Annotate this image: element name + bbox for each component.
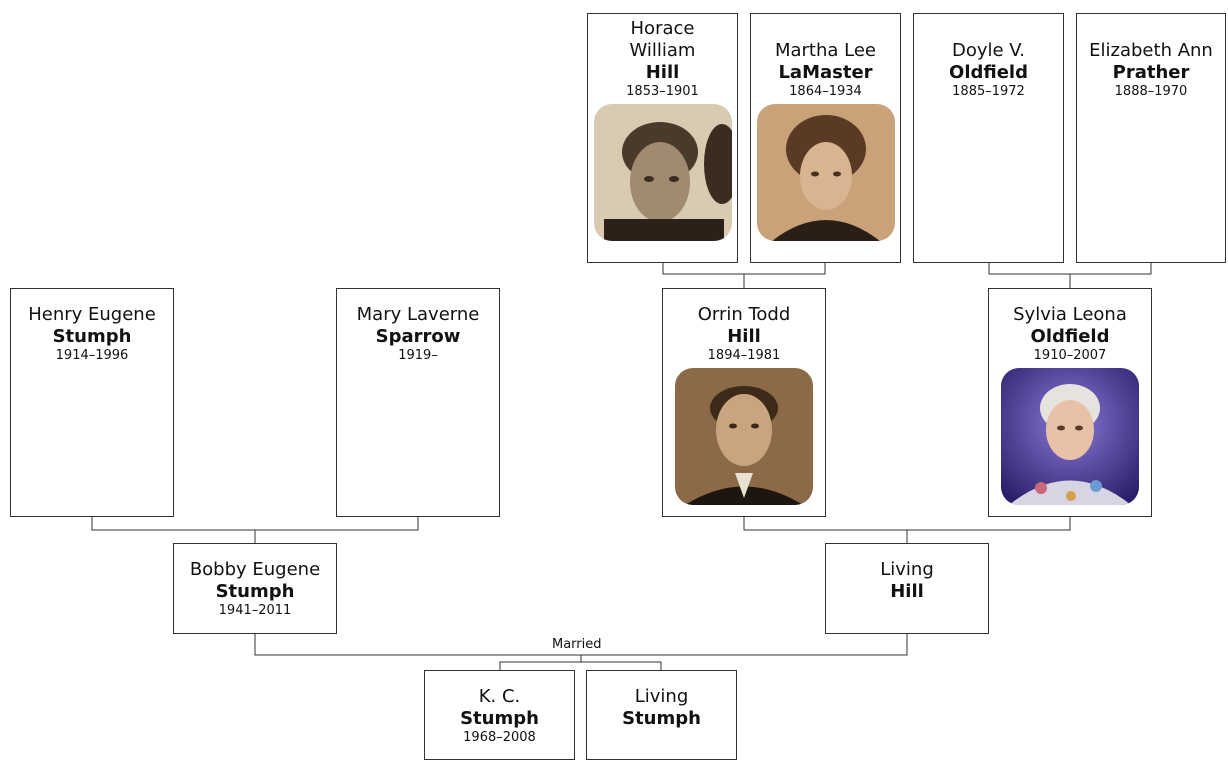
given-name: Living [634, 686, 689, 707]
person-card-martha-lamaster[interactable]: Martha Lee LaMaster 1864–1934 [750, 13, 901, 263]
surname: LaMaster [778, 62, 873, 83]
life-dates: 1919– [398, 348, 438, 363]
married-label: Married [552, 637, 602, 652]
portrait-photo-elderly-woman-color [1001, 368, 1139, 505]
portrait-photo [593, 104, 732, 241]
person-card-elizabeth-prather[interactable]: Elizabeth Ann Prather 1888–1970 [1076, 13, 1226, 263]
person-card-living-hill[interactable]: Living Hill [825, 543, 989, 634]
couple-connector-oldfield-prather [988, 263, 1152, 275]
life-dates: 1885–1972 [952, 84, 1025, 99]
given-name: Bobby Eugene [189, 559, 321, 580]
person-card-doyle-oldfield[interactable]: Doyle V. Oldfield 1885–1972 [913, 13, 1064, 263]
portrait-photo-man-sepia [593, 104, 732, 241]
surname: Oldfield [1030, 326, 1110, 347]
given-name: Henry Eugene [28, 304, 156, 325]
portrait-photo [675, 368, 813, 505]
surname: Prather [1112, 62, 1190, 83]
life-dates: 1968–2008 [463, 730, 536, 745]
given-name: Doyle V. [951, 40, 1026, 61]
children-connector [499, 661, 662, 670]
surname: Hill [727, 326, 761, 347]
given-name: Sylvia Leona [1013, 304, 1127, 325]
life-dates: 1864–1934 [789, 84, 862, 99]
portrait-photo-young-man-sepia [675, 368, 813, 505]
given-name: Horace William [629, 18, 696, 61]
portrait-photo [756, 104, 895, 241]
life-dates: 1888–1970 [1114, 84, 1188, 99]
given-name: Mary Laverne [356, 304, 480, 325]
given-name: Orrin Todd [697, 304, 791, 325]
life-dates: 1914–1996 [55, 348, 129, 363]
surname: Hill [645, 62, 680, 83]
given-name: K. C. [478, 686, 521, 707]
surname: Stumph [622, 708, 701, 729]
given-name: Living [880, 559, 934, 580]
person-card-horace-hill[interactable]: Horace William Hill 1853–1901 [587, 13, 738, 263]
life-dates: 1894–1981 [707, 348, 781, 363]
given-name: Martha Lee [774, 40, 877, 61]
surname: Sparrow [375, 326, 461, 347]
life-dates: 1853–1901 [626, 84, 699, 99]
person-card-henry-stumph[interactable]: Henry Eugene Stumph 1914–1996 [10, 288, 174, 517]
surname: Stumph [215, 581, 295, 602]
person-card-mary-sparrow[interactable]: Mary Laverne Sparrow 1919– [336, 288, 500, 517]
surname: Stumph [52, 326, 132, 347]
person-card-bobby-stumph[interactable]: Bobby Eugene Stumph 1941–2011 [173, 543, 337, 634]
couple-connector-hill-lamaster [662, 263, 826, 275]
surname: Oldfield [949, 62, 1028, 83]
person-card-kc-stumph[interactable]: K. C. Stumph 1968–2008 [424, 670, 575, 760]
given-name: Elizabeth Ann [1089, 40, 1213, 61]
couple-connector-hill-oldfield [743, 517, 1071, 531]
portrait-photo-woman-sepia [756, 104, 895, 241]
person-card-sylvia-oldfield[interactable]: Sylvia Leona Oldfield 1910–2007 [988, 288, 1152, 517]
life-dates: 1941–2011 [218, 603, 292, 618]
couple-connector-stumph-sparrow [91, 517, 419, 531]
life-dates: 1910–2007 [1033, 348, 1107, 363]
surname: Stumph [460, 708, 539, 729]
person-card-orrin-hill[interactable]: Orrin Todd Hill 1894–1981 [662, 288, 826, 517]
portrait-photo [1001, 368, 1139, 505]
surname: Hill [890, 581, 924, 602]
person-card-living-stumph[interactable]: Living Stumph [586, 670, 737, 760]
